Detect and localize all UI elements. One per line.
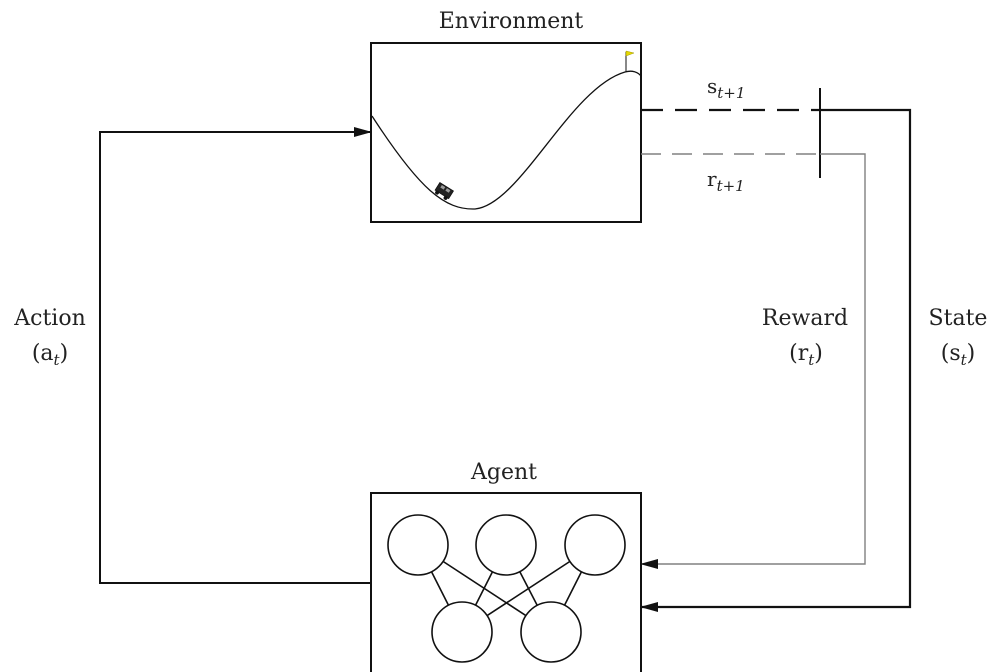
environment-box xyxy=(370,42,642,223)
flag-icon xyxy=(625,50,635,72)
action-label: Action xyxy=(13,306,86,331)
next-reward-label: rt+1 xyxy=(707,167,745,195)
reward-symbol: (rt) xyxy=(789,341,823,369)
action-symbol: (at) xyxy=(32,341,68,369)
state-label: State xyxy=(929,306,988,331)
neural-network-icon xyxy=(387,514,626,663)
state-symbol: (st) xyxy=(941,341,976,369)
mountain-curve xyxy=(371,70,642,210)
environment-title: Environment xyxy=(439,9,584,34)
state-feedback-line xyxy=(640,108,912,612)
next-state-label: st+1 xyxy=(707,74,745,102)
action-line xyxy=(99,127,372,584)
agent-title: Agent xyxy=(470,460,537,485)
reward-label: Reward xyxy=(762,306,848,331)
mountain-car-icon xyxy=(434,181,454,200)
reward-feedback-line xyxy=(640,153,866,569)
